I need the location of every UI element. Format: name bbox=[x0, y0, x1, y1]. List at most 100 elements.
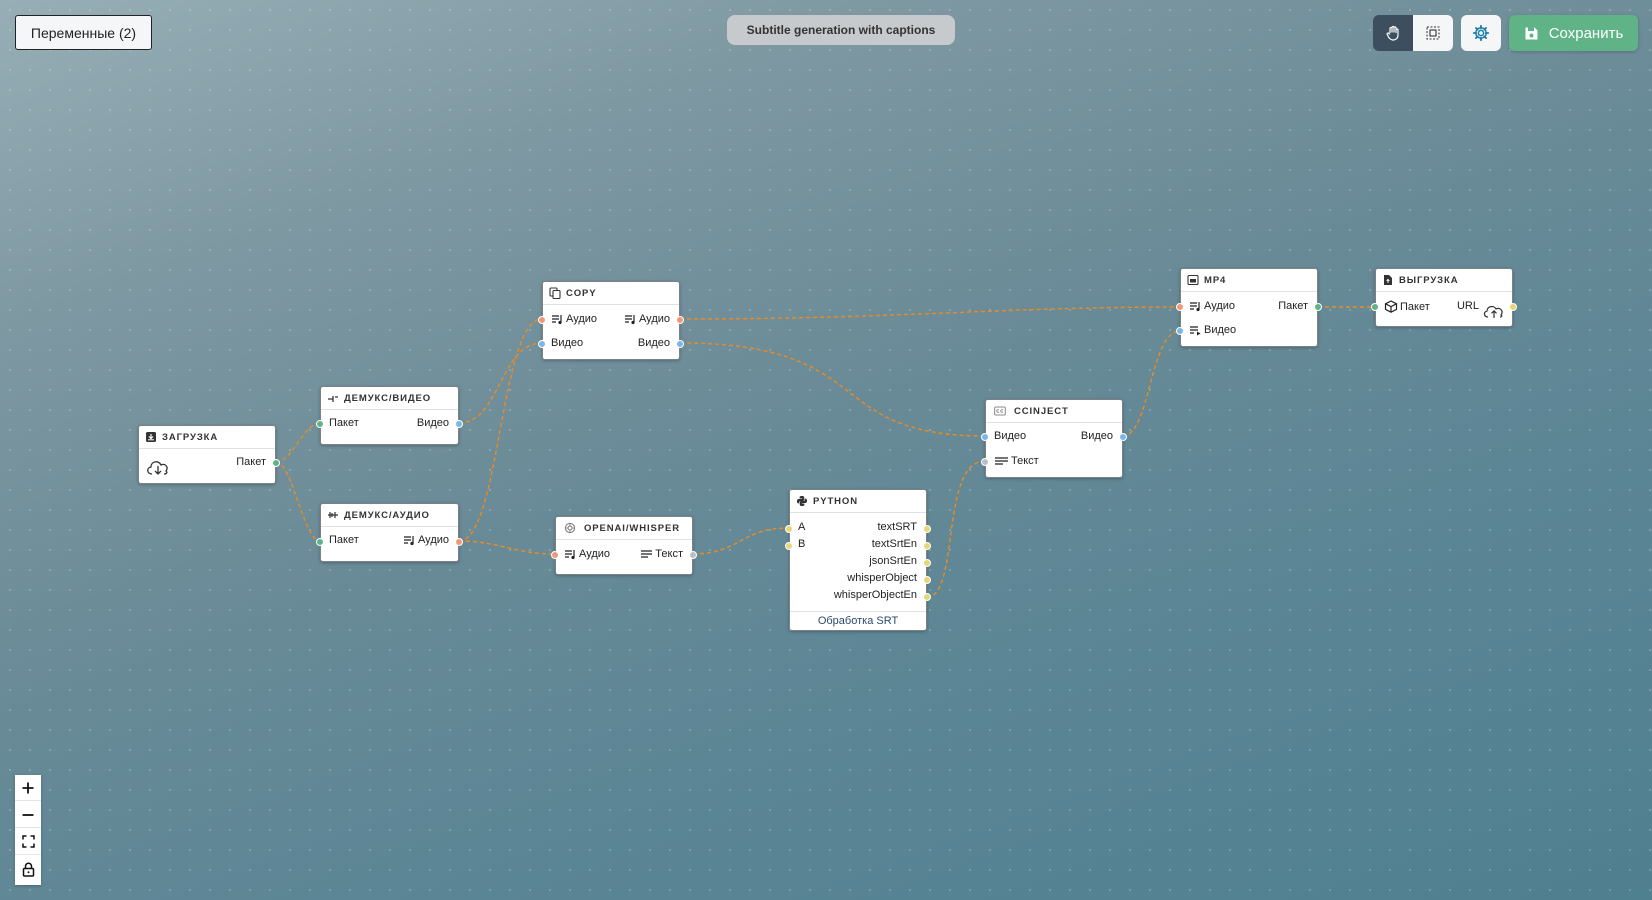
python-icon bbox=[797, 496, 807, 506]
handle-out-packet[interactable] bbox=[1314, 303, 1322, 311]
zoom-out-button[interactable] bbox=[15, 802, 41, 828]
node-header[interactable]: openai/whisper bbox=[556, 517, 692, 540]
variables-button[interactable]: Переменные (2) bbox=[15, 15, 152, 50]
node-mp4[interactable]: MP4 Аудио Пакет Видео bbox=[1176, 268, 1322, 347]
text-lines-icon bbox=[995, 456, 1008, 465]
handle-out-video[interactable] bbox=[455, 420, 463, 428]
node-header[interactable]: Демукс/аудио bbox=[321, 504, 458, 527]
save-button[interactable]: Сохранить bbox=[1509, 15, 1638, 51]
edge-copy-mp4 bbox=[679, 306, 1181, 320]
node-demux-audio[interactable]: Демукс/аудио Пакет Аудио bbox=[316, 503, 463, 562]
edge-ccinject-mp4 bbox=[1122, 330, 1181, 437]
port-out-text-srt: textSRT bbox=[877, 521, 917, 533]
node-header[interactable]: Выгрузка bbox=[1376, 269, 1512, 292]
handle-out-text[interactable] bbox=[689, 551, 697, 559]
select-tool-button[interactable] bbox=[1413, 15, 1453, 51]
edge-python-ccinject bbox=[926, 460, 986, 598]
hand-tool-button[interactable] bbox=[1373, 15, 1413, 51]
port-in-video: Видео bbox=[1189, 324, 1236, 336]
edge-demux-audio-whisper bbox=[458, 540, 556, 555]
pipeline-title[interactable]: Subtitle generation with captions bbox=[727, 15, 955, 45]
edge-demux-audio-copy bbox=[458, 318, 543, 542]
port-in-a: A bbox=[798, 521, 806, 533]
audio-track-icon bbox=[1190, 301, 1200, 311]
handle-in-video[interactable] bbox=[538, 340, 546, 348]
handle-in-packet[interactable] bbox=[1371, 303, 1379, 311]
node-python[interactable]: PYTHON A B textSRT textSrtEn jsonSrtEn w… bbox=[785, 489, 931, 631]
port-in-video: Видео bbox=[551, 337, 584, 349]
handle-out-packet[interactable] bbox=[272, 459, 280, 467]
node-header[interactable]: PYTHON bbox=[790, 490, 926, 513]
handle-out-audio[interactable] bbox=[676, 316, 684, 324]
text-lines-icon bbox=[641, 549, 653, 558]
node-ccinject[interactable]: CCINJECT Видео Видео Текст bbox=[981, 399, 1127, 478]
handle-out-whisper-object-en[interactable] bbox=[923, 593, 931, 601]
video-track-icon bbox=[1190, 325, 1201, 335]
node-title: Загрузка bbox=[162, 431, 219, 443]
port-in-audio: Аудио bbox=[551, 313, 597, 325]
hand-icon bbox=[1386, 25, 1399, 41]
node-header[interactable]: Демукс/видео bbox=[321, 387, 458, 410]
handle-out-text-srt-en[interactable] bbox=[923, 542, 931, 550]
port-out-packet: Пакет bbox=[1278, 300, 1308, 312]
handle-in-audio[interactable] bbox=[1176, 303, 1184, 311]
minus-icon bbox=[22, 813, 34, 816]
node-whisper[interactable]: openai/whisper Аудио Текст bbox=[551, 516, 697, 575]
edge-load-demux-video bbox=[275, 422, 321, 463]
handle-in-audio[interactable] bbox=[538, 316, 546, 324]
port-out-video: Видео bbox=[637, 337, 670, 349]
port-in-audio: Аудио bbox=[564, 548, 610, 560]
zoom-in-button[interactable] bbox=[15, 775, 41, 801]
handle-out-audio[interactable] bbox=[455, 538, 463, 546]
openai-icon bbox=[564, 522, 576, 534]
settings-button[interactable] bbox=[1461, 15, 1501, 51]
handle-out-video[interactable] bbox=[676, 340, 684, 348]
handle-out-video[interactable] bbox=[1119, 433, 1127, 441]
audio-track-icon bbox=[565, 549, 575, 559]
gear-icon bbox=[1472, 24, 1490, 42]
port-out-text: Текст bbox=[640, 548, 683, 560]
cloud-upload-icon bbox=[1483, 305, 1503, 318]
handle-in-b[interactable] bbox=[785, 542, 793, 550]
port-out-json-srt-en: jsonSrtEn bbox=[869, 555, 917, 567]
handle-in-packet[interactable] bbox=[316, 538, 324, 546]
node-header[interactable]: COPY bbox=[543, 282, 679, 305]
port-out-url: URL bbox=[1456, 300, 1479, 312]
handle-out-json-srt-en[interactable] bbox=[923, 559, 931, 567]
handle-out-whisper-object[interactable] bbox=[923, 576, 931, 584]
node-demux-video[interactable]: Демукс/видео Пакет Видео bbox=[316, 386, 463, 445]
node-header[interactable]: CCINJECT bbox=[986, 400, 1122, 423]
node-upload[interactable]: Выгрузка Пакет URL bbox=[1371, 268, 1517, 327]
handle-in-packet[interactable] bbox=[316, 420, 324, 428]
handle-out-text-srt[interactable] bbox=[923, 525, 931, 533]
node-load[interactable]: Загрузка Пакет bbox=[138, 425, 280, 484]
lock-button[interactable] bbox=[15, 856, 41, 882]
node-title: Выгрузка bbox=[1399, 274, 1459, 286]
plus-icon bbox=[22, 782, 34, 793]
node-title: openai/whisper bbox=[584, 522, 680, 534]
handle-in-video[interactable] bbox=[1176, 327, 1184, 335]
port-out-text-srt-en: textSrtEn bbox=[871, 538, 917, 550]
package-icon bbox=[1384, 300, 1398, 313]
node-header[interactable]: Загрузка bbox=[139, 426, 275, 449]
port-out-audio: Аудио bbox=[624, 313, 670, 325]
node-header[interactable]: MP4 bbox=[1181, 269, 1317, 292]
selection-icon bbox=[1426, 26, 1440, 40]
handle-in-a[interactable] bbox=[785, 525, 793, 533]
node-copy[interactable]: COPY Аудио Аудио Видео Видео bbox=[538, 281, 684, 360]
download-box-icon bbox=[146, 432, 156, 442]
node-title: COPY bbox=[566, 287, 597, 299]
port-out-packet: Пакет bbox=[236, 456, 266, 468]
node-title: Демукс/видео bbox=[344, 392, 432, 404]
handle-out-url[interactable] bbox=[1509, 303, 1517, 311]
fit-view-button[interactable] bbox=[15, 829, 41, 855]
node-title: PYTHON bbox=[813, 495, 858, 507]
handle-in-text[interactable] bbox=[981, 458, 989, 466]
port-in-packet: Пакет bbox=[329, 417, 359, 429]
handle-in-audio[interactable] bbox=[551, 551, 559, 559]
handle-in-video[interactable] bbox=[981, 433, 989, 441]
mp4-file-icon bbox=[1187, 274, 1199, 286]
upload-file-icon bbox=[1384, 275, 1392, 285]
